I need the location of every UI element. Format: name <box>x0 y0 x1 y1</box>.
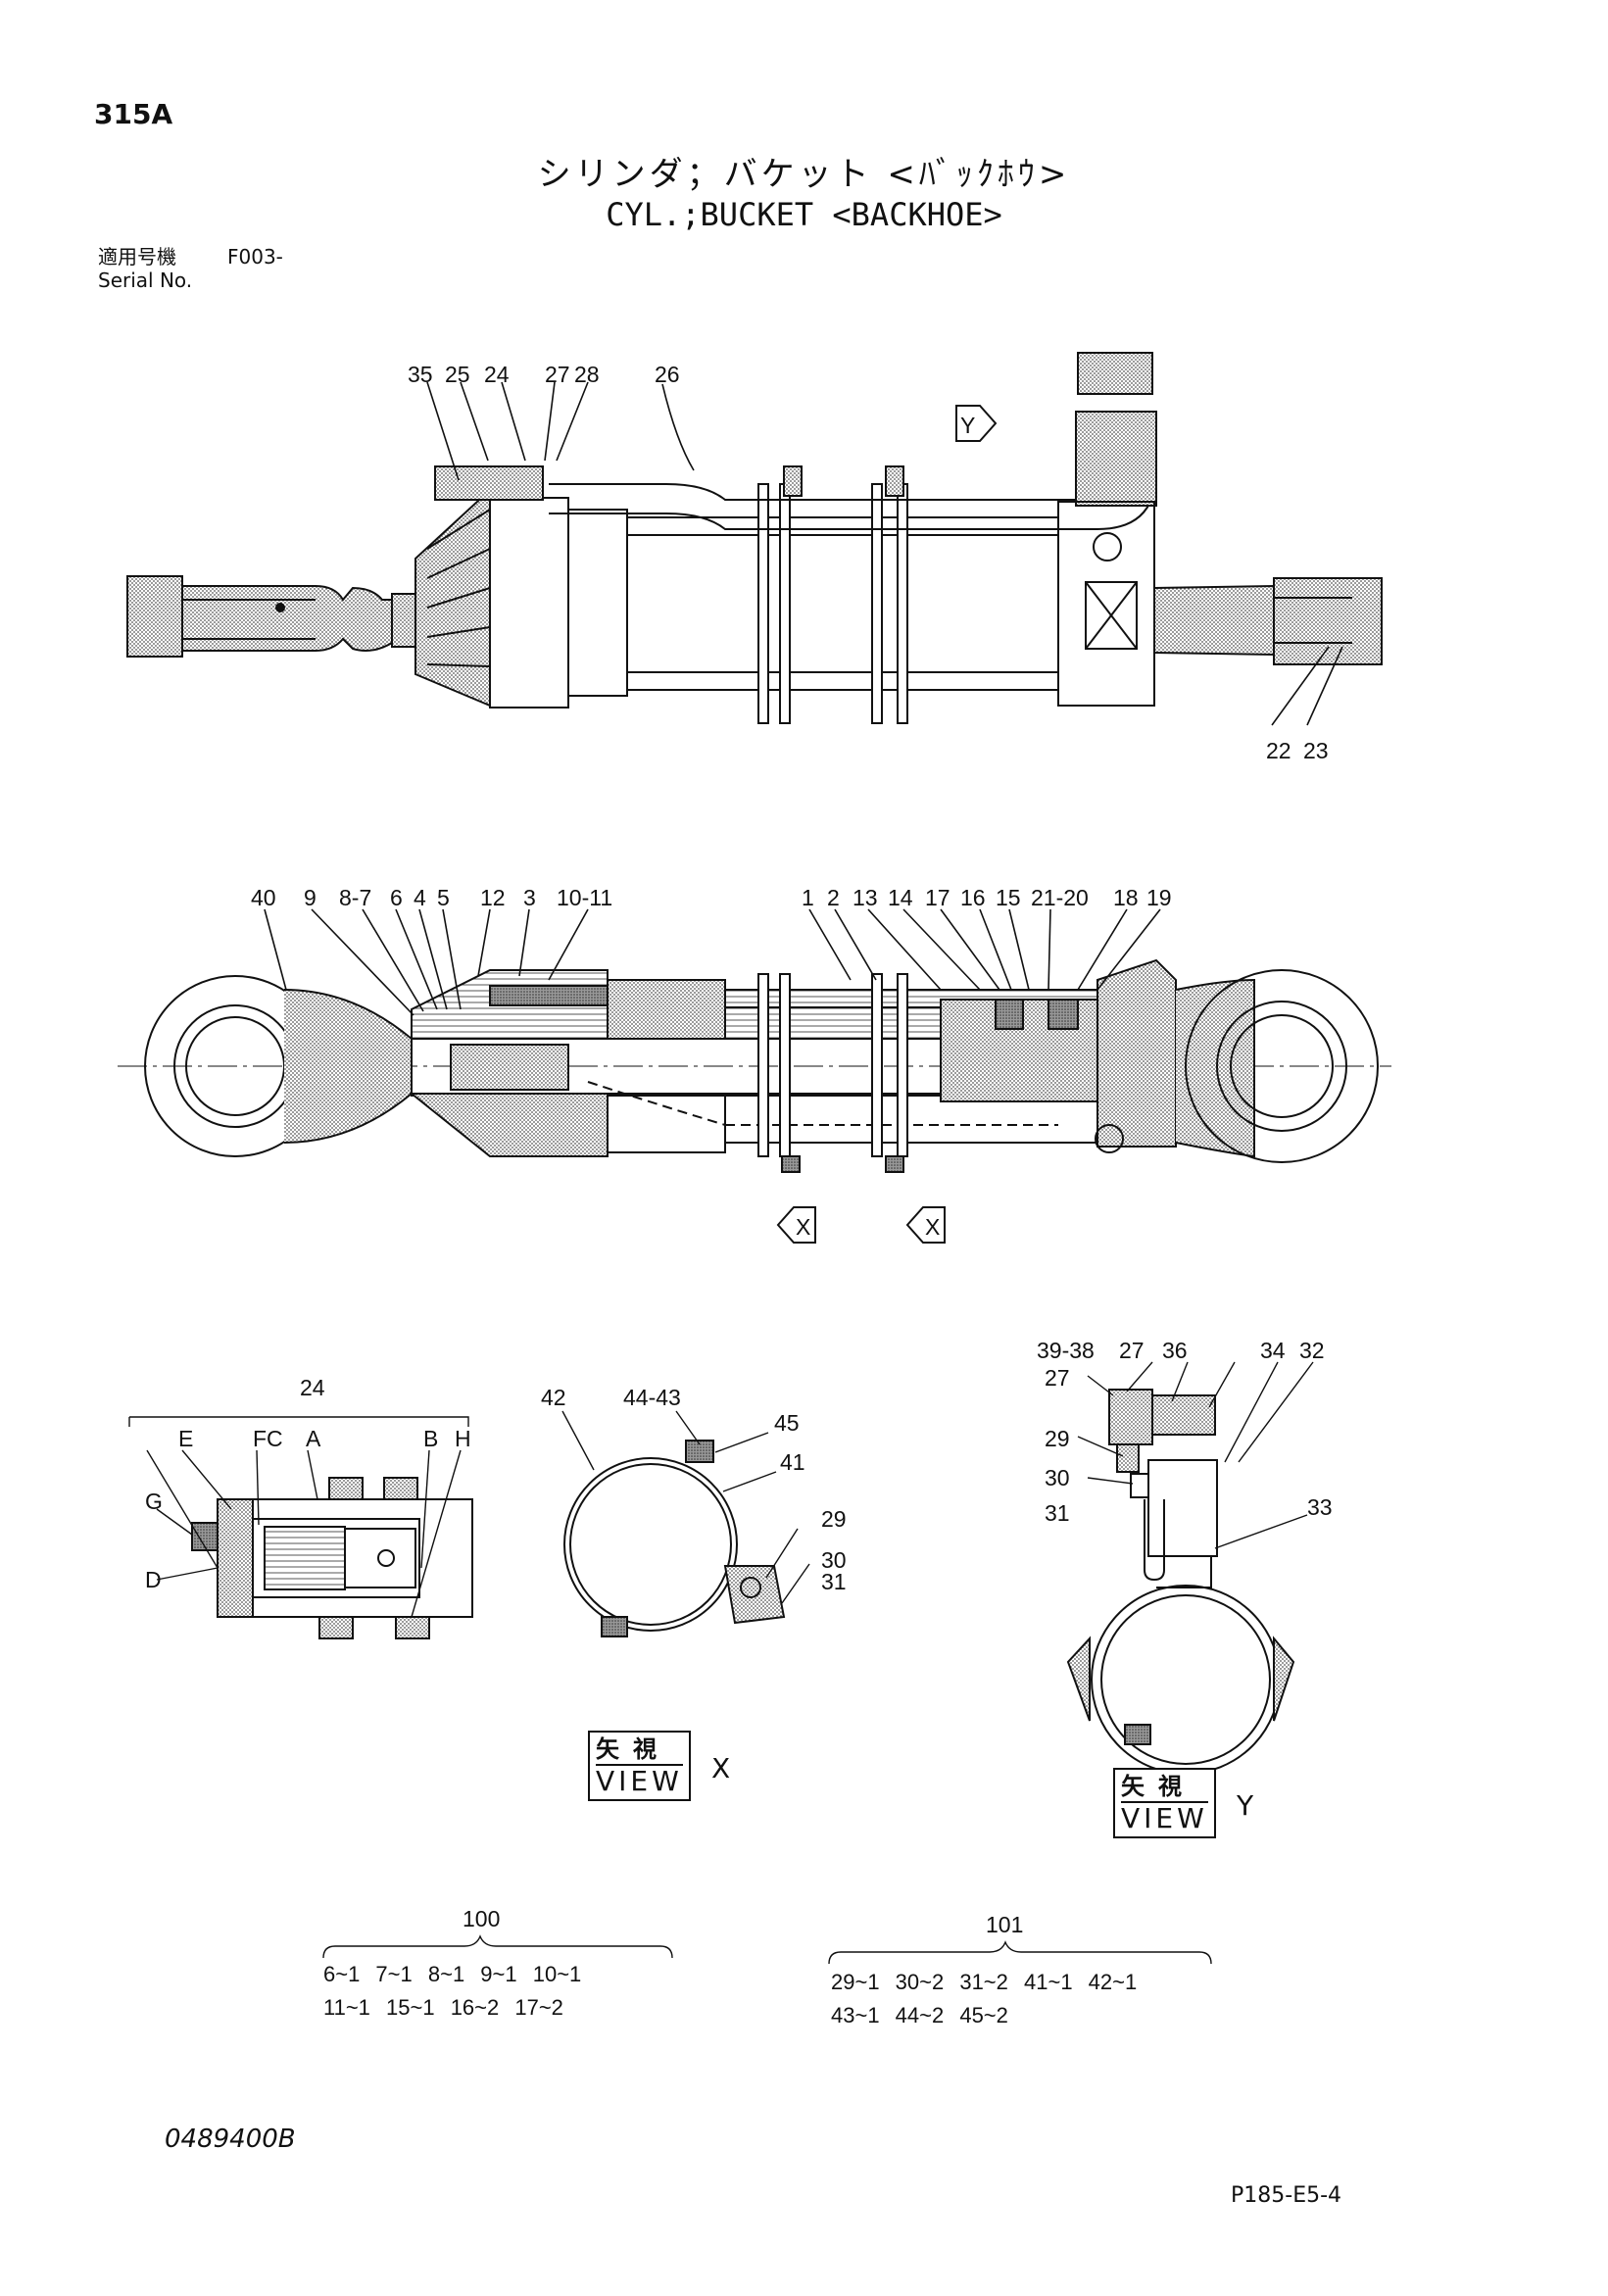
callout-2: 2 <box>827 885 840 910</box>
callout-14: 14 <box>888 885 913 910</box>
view-x-marker-shape-2 <box>905 1206 946 1244</box>
callout-22: 22 <box>1266 738 1291 763</box>
callout-6: 6 <box>390 885 403 910</box>
cylinder-external-view <box>126 352 1383 724</box>
kit-101-row-2: 43~1 44~2 45~2 <box>831 2003 1008 2027</box>
callout-34: 34 <box>1260 1338 1286 1363</box>
cylinder-section-view <box>118 958 1391 1173</box>
detail-letter-a: A <box>306 1426 321 1451</box>
callout-31-y: 31 <box>1045 1500 1070 1526</box>
callout-26: 26 <box>655 362 680 387</box>
callout-4: 4 <box>414 885 426 910</box>
kit-100-row-2: 11~1 15~1 16~2 17~2 <box>323 1995 563 2020</box>
callout-29-x: 29 <box>821 1506 847 1532</box>
kit-101-row-1: 29~1 30~2 31~2 41~1 42~1 <box>831 1970 1138 1994</box>
detail-letter-d: D <box>145 1567 162 1592</box>
title-japanese: シリンダ；バケット <ﾊﾞｯｸﾎｳ> <box>537 155 1071 194</box>
callout-36: 36 <box>1162 1338 1188 1363</box>
callout-8-7: 8-7 <box>339 885 371 910</box>
callout-15: 15 <box>996 885 1021 910</box>
serial-value: F003- <box>227 245 283 269</box>
view-y-label-en: VIEW <box>1121 1802 1208 1834</box>
page-code: P185-E5-4 <box>1231 2183 1342 2208</box>
callout-18: 18 <box>1113 885 1139 910</box>
view-y-marker-shape <box>955 405 998 442</box>
callout-1: 1 <box>802 885 814 910</box>
callout-42: 42 <box>541 1385 566 1410</box>
callout-29-y: 29 <box>1045 1426 1070 1451</box>
kit-100-contents: 6~1 7~1 8~1 9~1 10~1 11~1 15~1 16~2 17~2 <box>323 1958 581 2025</box>
callout-27: 27 <box>545 362 570 387</box>
kit-101-brace <box>828 1940 1212 1965</box>
callout-5: 5 <box>437 885 450 910</box>
view-x-label-en: VIEW <box>596 1765 683 1797</box>
callout-24: 24 <box>484 362 510 387</box>
callout-41: 41 <box>780 1449 805 1475</box>
callout-9: 9 <box>304 885 317 910</box>
callout-16: 16 <box>960 885 986 910</box>
kit-100-brace <box>322 1934 673 1959</box>
serial-label-japanese: 適用号機 <box>98 245 176 269</box>
callout-30-y: 30 <box>1045 1465 1070 1490</box>
callout-25: 25 <box>445 362 470 387</box>
title-english: CYL.;BUCKET <BACKHOE> <box>606 196 1002 233</box>
kit-101-contents: 29~1 30~2 31~2 41~1 42~1 43~1 44~2 45~2 <box>831 1966 1137 2032</box>
detail-title-24: 24 <box>300 1375 325 1400</box>
view-x-label-jp: 矢視 <box>596 1734 683 1766</box>
kit-100-number: 100 <box>463 1906 500 1931</box>
kit-100-row-1: 6~1 7~1 8~1 9~1 10~1 <box>323 1962 582 1986</box>
callout-44-43: 44-43 <box>623 1385 681 1410</box>
view-x-clamp <box>561 1410 810 1637</box>
callout-40: 40 <box>251 885 276 910</box>
view-y-label: 矢視 VIEW <box>1113 1768 1216 1838</box>
detail-letter-e: E <box>178 1426 193 1451</box>
callout-31-x: 31 <box>821 1569 847 1594</box>
view-x-marker-letter-1: X <box>796 1214 810 1240</box>
view-y-letter: Y <box>1237 1789 1254 1822</box>
callout-33: 33 <box>1307 1494 1333 1520</box>
detail-letter-h: H <box>455 1426 471 1451</box>
serial-label-english: Serial No. <box>98 269 193 292</box>
view-x-label: 矢視 VIEW <box>588 1731 691 1801</box>
callout-28: 28 <box>574 362 600 387</box>
callout-23: 23 <box>1303 738 1329 763</box>
detail-letter-b: B <box>423 1426 438 1451</box>
callout-13: 13 <box>853 885 878 910</box>
callout-27-y-top: 27 <box>1119 1338 1145 1363</box>
top-view-leaders <box>426 381 1343 726</box>
detail-letter-g: G <box>145 1489 163 1514</box>
callout-45: 45 <box>774 1410 800 1436</box>
drawing-number: 0489400B <box>165 2125 296 2154</box>
page-number: 315A <box>94 98 173 130</box>
view-x-marker-letter-2: X <box>925 1214 940 1240</box>
callout-35: 35 <box>408 362 433 387</box>
callout-19: 19 <box>1146 885 1172 910</box>
callout-32: 32 <box>1299 1338 1325 1363</box>
kit-101-number: 101 <box>986 1912 1023 1937</box>
callout-21-20: 21-20 <box>1031 885 1089 910</box>
view-y-bracket <box>1066 1361 1314 1775</box>
callout-30-x: 30 <box>821 1547 847 1573</box>
detail-letter-fc: FC <box>253 1426 283 1451</box>
callout-39-38: 39-38 <box>1037 1338 1095 1363</box>
section-view-leaders <box>264 908 1161 1016</box>
view-x-letter: X <box>711 1752 731 1784</box>
callout-17: 17 <box>925 885 950 910</box>
callout-27-y-side: 27 <box>1045 1365 1070 1391</box>
callout-3: 3 <box>523 885 536 910</box>
callout-10-11: 10-11 <box>557 885 612 910</box>
callout-12: 12 <box>480 885 506 910</box>
detail-block-24 <box>128 1416 473 1639</box>
view-y-marker-letter: Y <box>960 413 975 438</box>
view-x-marker-shape-1 <box>776 1206 816 1244</box>
view-y-label-jp: 矢視 <box>1121 1772 1208 1803</box>
